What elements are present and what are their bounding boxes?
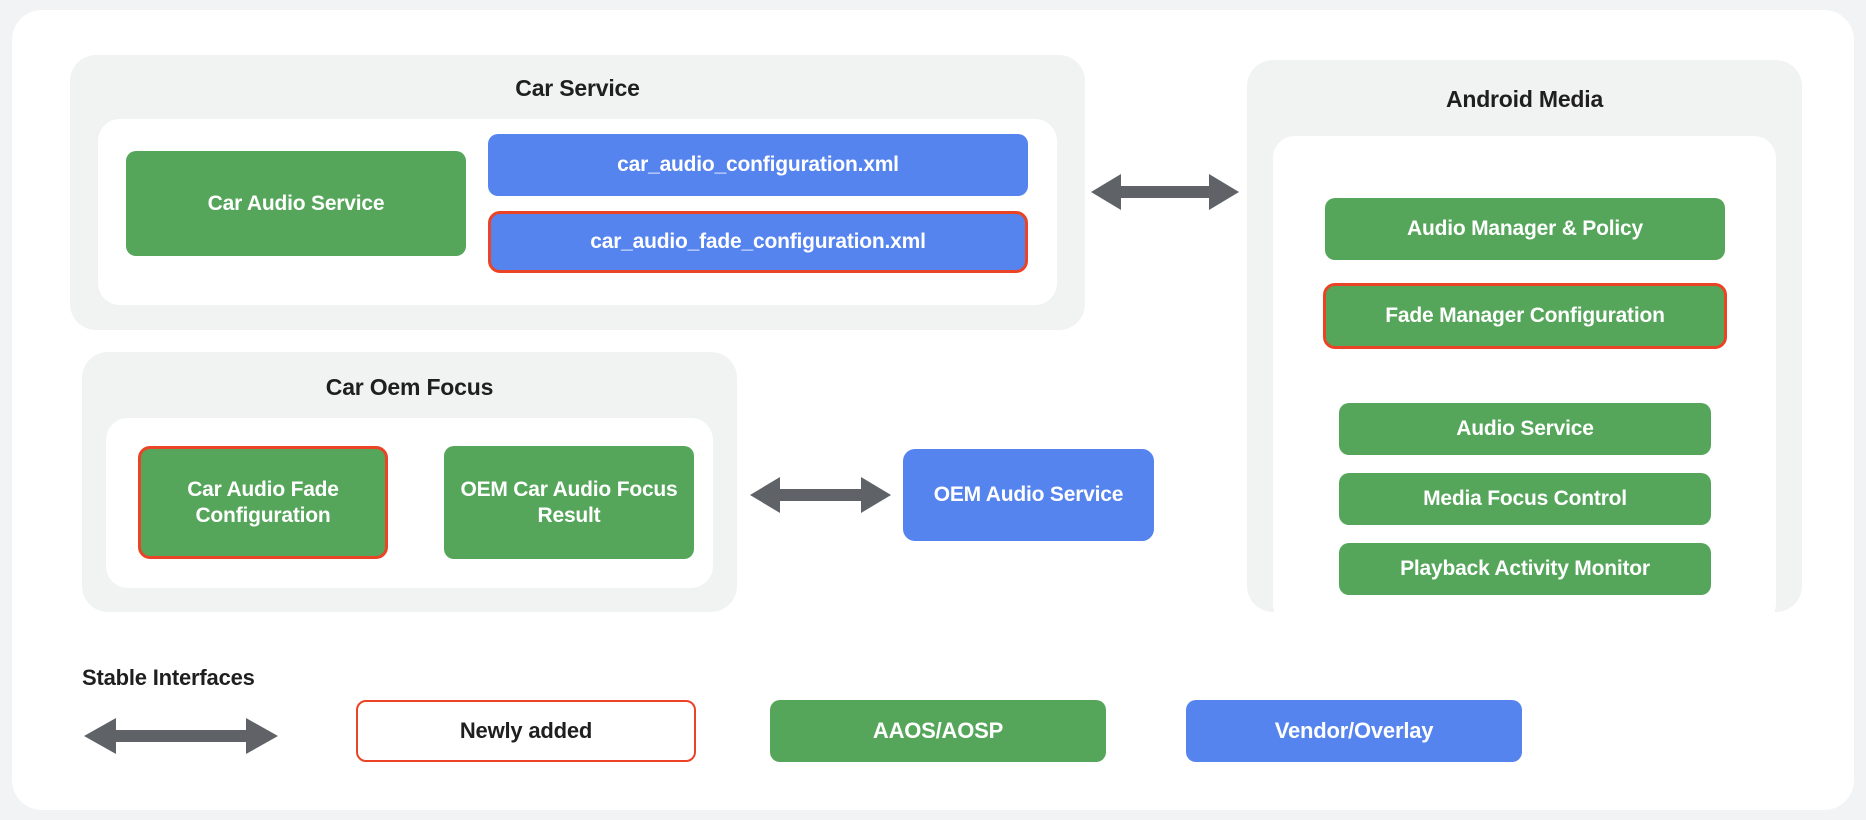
legend-chip-aaos-aosp[interactable]: AAOS/AOSP <box>770 700 1106 762</box>
legend-chip-newly-added[interactable]: Newly added <box>356 700 696 762</box>
legend-stable-interfaces-arrow-icon <box>84 718 278 754</box>
node-playback-activity-monitor-label: Playback Activity Monitor <box>1400 557 1650 581</box>
node-car-audio-fade-configuration[interactable]: Car Audio Fade Configuration <box>138 446 388 559</box>
group-car-service-well: Car Audio Service car_audio_configuratio… <box>98 119 1057 305</box>
node-media-focus-control-label: Media Focus Control <box>1423 487 1627 511</box>
group-android-media: Android Media Audio Manager & Policy Fad… <box>1247 60 1802 626</box>
node-oem-audio-service[interactable]: OEM Audio Service <box>903 449 1154 541</box>
node-audio-manager-and-policy[interactable]: Audio Manager & Policy <box>1325 198 1725 260</box>
node-car-audio-service-label: Car Audio Service <box>207 191 385 215</box>
group-car-oem-focus-title: Car Oem Focus <box>325 374 494 400</box>
legend-chip-vendor-overlay[interactable]: Vendor/Overlay <box>1186 700 1522 762</box>
legend-chip-newly-added-label: Newly added <box>459 718 593 743</box>
node-playback-activity-monitor[interactable]: Playback Activity Monitor <box>1339 543 1711 595</box>
node-car-audio-fade-configuration-label: Car Audio Fade Configuration <box>187 478 339 527</box>
node-oem-audio-service-label: OEM Audio Service <box>933 483 1124 507</box>
arrow-car-oem-focus-to-oem-audio-service <box>750 477 891 513</box>
legend-chip-vendor-overlay-label: Vendor/Overlay <box>1274 718 1434 743</box>
node-audio-manager-and-policy-label: Audio Manager & Policy <box>1407 217 1643 241</box>
node-oem-car-audio-focus-result[interactable]: OEM Car Audio Focus Result <box>444 446 694 559</box>
diagram-card: Car Service Car Audio Service car_audio_… <box>12 10 1854 810</box>
node-oem-car-audio-focus-result-label: OEM Car Audio Focus Result <box>460 478 678 527</box>
group-android-media-well: Audio Manager & Policy Fade Manager Conf… <box>1273 136 1776 626</box>
legend-chip-aaos-aosp-label: AAOS/AOSP <box>872 718 1004 743</box>
node-fade-manager-configuration[interactable]: Fade Manager Configuration <box>1323 283 1727 349</box>
node-fade-manager-configuration-label: Fade Manager Configuration <box>1385 304 1665 328</box>
group-car-service-title: Car Service <box>515 75 640 101</box>
node-car-audio-fade-configuration-xml[interactable]: car_audio_fade_configuration.xml <box>488 211 1028 273</box>
arrow-car-service-to-android-media <box>1091 174 1239 210</box>
group-android-media-title: Android Media <box>1445 86 1604 112</box>
node-media-focus-control[interactable]: Media Focus Control <box>1339 473 1711 525</box>
node-car-audio-configuration-xml-label: car_audio_configuration.xml <box>617 153 899 177</box>
node-audio-service[interactable]: Audio Service <box>1339 403 1711 455</box>
node-car-audio-service[interactable]: Car Audio Service <box>126 151 466 256</box>
node-car-audio-configuration-xml[interactable]: car_audio_configuration.xml <box>488 134 1028 196</box>
group-car-oem-focus: Car Oem Focus Car Audio Fade Configurati… <box>82 352 737 612</box>
node-audio-service-label: Audio Service <box>1456 417 1594 441</box>
group-car-service: Car Service Car Audio Service car_audio_… <box>70 55 1085 330</box>
group-car-oem-focus-well: Car Audio Fade Configuration OEM Car Aud… <box>106 418 713 588</box>
legend-stable-interfaces-label: Stable Interfaces <box>82 665 255 690</box>
node-car-audio-fade-configuration-xml-label: car_audio_fade_configuration.xml <box>590 230 926 254</box>
